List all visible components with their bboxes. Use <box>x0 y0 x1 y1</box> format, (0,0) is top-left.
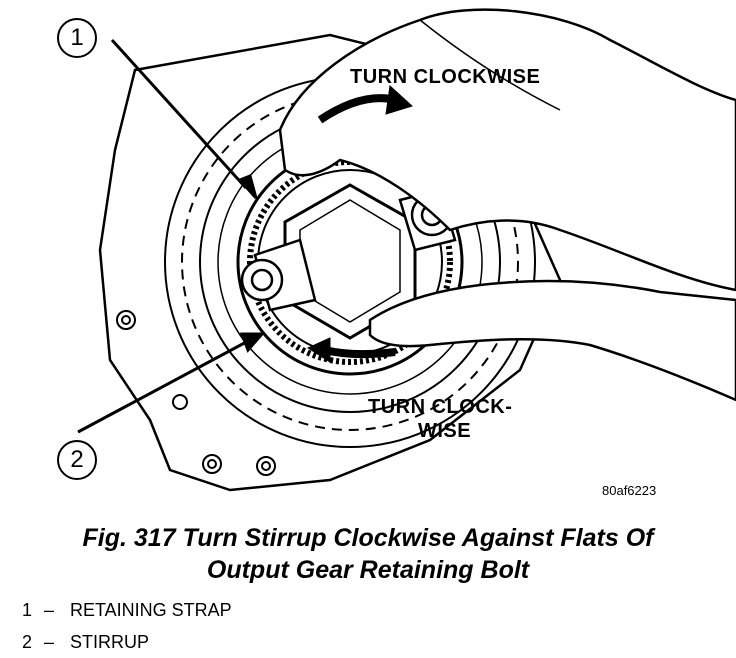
figure-caption: Fig. 317 Turn Stirrup Clockwise Against … <box>0 522 736 586</box>
legend: 1–RETAINING STRAP 2–STIRRUP <box>22 594 232 658</box>
stirrup-turn-illustration <box>77 8 736 492</box>
turn-clockwise-label-2-line1: TURN CLOCK- <box>368 396 513 418</box>
turn-clockwise-label-2-line2: WISE <box>418 420 472 442</box>
legend-text: RETAINING STRAP <box>70 600 232 620</box>
caption-line-1: Fig. 317 Turn Stirrup Clockwise Against … <box>82 524 654 552</box>
callout-2: 2 <box>57 440 97 480</box>
leader-lines <box>77 38 266 434</box>
legend-number: 2 <box>22 632 33 652</box>
turn-clockwise-arrows <box>306 84 413 363</box>
lower-hand <box>368 279 736 402</box>
caption-line-2: Output Gear Retaining Bolt <box>206 556 530 584</box>
turn-clockwise-label: TURN CLOCKWISE <box>350 66 541 88</box>
legend-item: 1–RETAINING STRAP <box>22 594 232 626</box>
mounting-holes <box>116 310 276 476</box>
legend-dash: – <box>44 600 55 620</box>
legend-item: 2–STIRRUP <box>22 626 232 658</box>
figure-code: 80af6223 <box>602 483 657 498</box>
legend-text: STIRRUP <box>70 632 150 652</box>
legend-number: 1 <box>22 600 33 620</box>
legend-dash: – <box>44 632 55 652</box>
callout-1: 1 <box>57 18 97 58</box>
